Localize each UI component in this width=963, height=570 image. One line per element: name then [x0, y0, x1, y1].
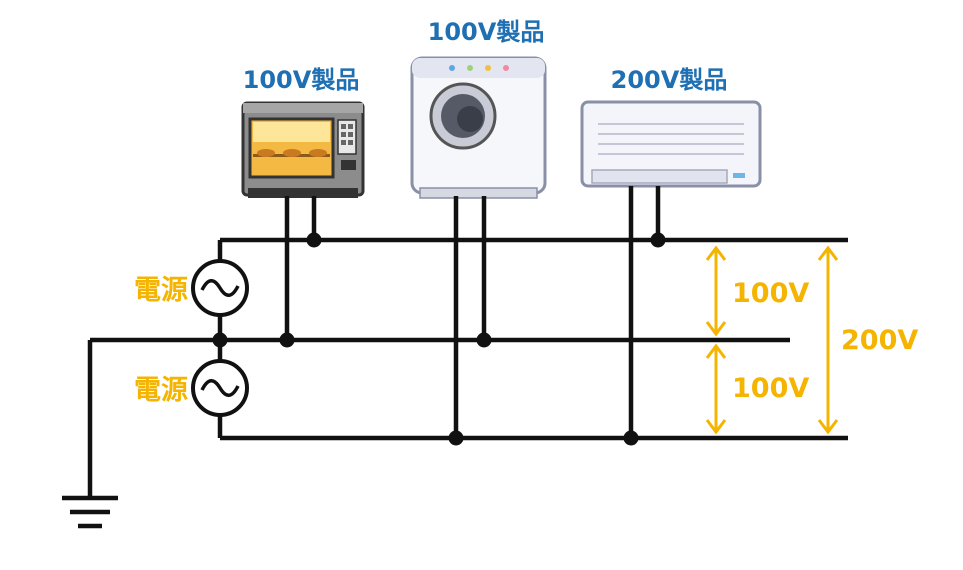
- voltage-arrow-lower: [705, 343, 727, 435]
- source-label-upper: 電源: [134, 275, 188, 306]
- ground-icon: [62, 495, 118, 529]
- ac-source-icon: [191, 359, 249, 417]
- appliance-label-washer: 100V製品: [428, 18, 545, 46]
- voltage-arrow-upper: [705, 245, 727, 337]
- microwave-oven-icon: [241, 101, 365, 198]
- voltage-label-total: 200V: [841, 325, 918, 356]
- appliance-label-aircon: 200V製品: [611, 66, 728, 94]
- ac-source-icon: [191, 259, 249, 317]
- washing-machine-icon: [410, 56, 547, 199]
- appliance-label-microwave: 100V製品: [243, 66, 360, 94]
- voltage-arrow-total: [817, 245, 839, 435]
- voltage-label-upper: 100V: [732, 278, 809, 309]
- air-conditioner-icon: [580, 100, 762, 188]
- voltage-label-lower: 100V: [732, 373, 809, 404]
- source-label-lower: 電源: [134, 375, 188, 406]
